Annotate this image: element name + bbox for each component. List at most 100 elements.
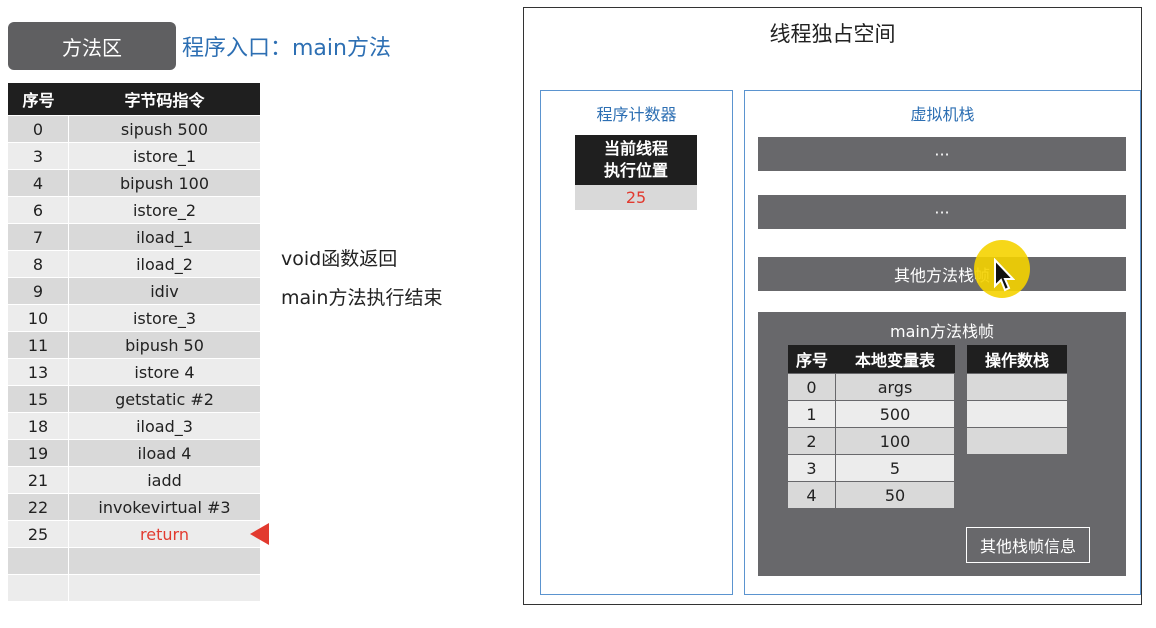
bytecode-index: 0 bbox=[8, 116, 68, 142]
bytecode-index: 11 bbox=[8, 332, 68, 358]
program-counter-title: 程序计数器 bbox=[596, 105, 677, 124]
operand-stack-slot bbox=[967, 428, 1067, 454]
bytecode-instruction: iload_3 bbox=[69, 413, 260, 439]
bytecode-index: 8 bbox=[8, 251, 68, 277]
program-counter-header: 当前线程执行位置 bbox=[575, 135, 697, 185]
method-area-badge: 方法区 bbox=[8, 22, 176, 70]
note-main-finished: main方法执行结束 bbox=[281, 287, 443, 309]
lv-col-header-table: 本地变量表 bbox=[854, 351, 935, 370]
bytecode-index: 6 bbox=[8, 197, 68, 223]
bytecode-instruction: iload_1 bbox=[69, 224, 260, 250]
thread-space-title: 线程独占空间 bbox=[769, 22, 896, 46]
vm-stack-title: 虚拟机栈 bbox=[910, 105, 975, 124]
bytecode-index: 7 bbox=[8, 224, 68, 250]
bytecode-index: 4 bbox=[8, 170, 68, 196]
bytecode-index: 15 bbox=[8, 386, 68, 412]
local-variable-header: 序号 本地变量表 bbox=[788, 345, 955, 373]
bytecode-instruction: iload 4 bbox=[69, 440, 260, 466]
operand-stack-header: 操作数栈 bbox=[967, 345, 1067, 373]
bytecode-instruction: sipush 500 bbox=[69, 116, 260, 142]
bytecode-instruction: iadd bbox=[69, 467, 260, 493]
local-variable-value: 500 bbox=[836, 401, 954, 427]
stack-frame-ellipsis-2: ··· bbox=[758, 195, 1126, 229]
mouse-pointer-icon bbox=[994, 258, 1015, 292]
bytecode-instruction: bipush 50 bbox=[69, 332, 260, 358]
note-void-return: void函数返回 bbox=[281, 248, 398, 270]
bytecode-index: 25 bbox=[8, 521, 68, 547]
operand-stack-slot bbox=[967, 401, 1067, 427]
entry-label: 程序入口：main方法 bbox=[182, 36, 391, 61]
bytecode-index: 19 bbox=[8, 440, 68, 466]
bytecode-index: 10 bbox=[8, 305, 68, 331]
bytecode-instruction: invokevirtual #3 bbox=[69, 494, 260, 520]
local-variable-index: 2 bbox=[788, 428, 835, 454]
bytecode-row bbox=[8, 575, 260, 601]
other-frame-info: 其他栈帧信息 bbox=[966, 527, 1090, 563]
stack-frame-ellipsis-1: ··· bbox=[758, 137, 1126, 171]
lv-col-header-index: 序号 bbox=[795, 351, 828, 370]
local-variable-value: 100 bbox=[836, 428, 954, 454]
bytecode-instruction: idiv bbox=[69, 278, 260, 304]
local-variable-index: 3 bbox=[788, 455, 835, 481]
main-frame-title: main方法栈帧 bbox=[890, 322, 994, 341]
local-variable-index: 0 bbox=[788, 374, 835, 400]
current-instruction-arrow-icon bbox=[250, 523, 269, 545]
thread-space-panel: 线程独占空间 程序计数器 当前线程执行位置 25 虚拟机栈 ··· ··· 其他… bbox=[523, 7, 1142, 605]
program-counter-value: 25 bbox=[575, 185, 697, 210]
bytecode-instruction: istore_2 bbox=[69, 197, 260, 223]
bytecode-instruction bbox=[69, 575, 260, 601]
bytecode-instruction: istore_3 bbox=[69, 305, 260, 331]
bytecode-instruction: iload_2 bbox=[69, 251, 260, 277]
bytecode-index: 9 bbox=[8, 278, 68, 304]
stack-frame-other-method: 其他方法栈帧 bbox=[758, 257, 1126, 291]
bytecode-instruction: bipush 100 bbox=[69, 170, 260, 196]
operand-stack: 操作数栈 bbox=[967, 345, 1067, 454]
bytecode-row bbox=[8, 548, 260, 574]
bytecode-index: 13 bbox=[8, 359, 68, 385]
local-variable-value: 5 bbox=[836, 455, 954, 481]
bytecode-index: 3 bbox=[8, 143, 68, 169]
bytecode-instruction: return bbox=[69, 521, 260, 547]
bytecode-index bbox=[8, 548, 68, 574]
col-header-index: 序号 bbox=[22, 91, 55, 110]
bytecode-instruction: getstatic #2 bbox=[69, 386, 260, 412]
bytecode-table-header: 序号 字节码指令 bbox=[8, 83, 260, 115]
local-variable-value: 50 bbox=[836, 482, 954, 508]
bytecode-index: 21 bbox=[8, 467, 68, 493]
bytecode-index bbox=[8, 575, 68, 601]
col-header-instruction: 字节码指令 bbox=[124, 91, 205, 110]
bytecode-instruction: istore_1 bbox=[69, 143, 260, 169]
local-variable-index: 4 bbox=[788, 482, 835, 508]
operand-stack-slot bbox=[967, 374, 1067, 400]
local-variable-value: args bbox=[836, 374, 954, 400]
bytecode-instruction bbox=[69, 548, 260, 574]
program-counter-box: 程序计数器 当前线程执行位置 25 bbox=[540, 90, 733, 595]
bytecode-instruction: istore 4 bbox=[69, 359, 260, 385]
bytecode-index: 18 bbox=[8, 413, 68, 439]
